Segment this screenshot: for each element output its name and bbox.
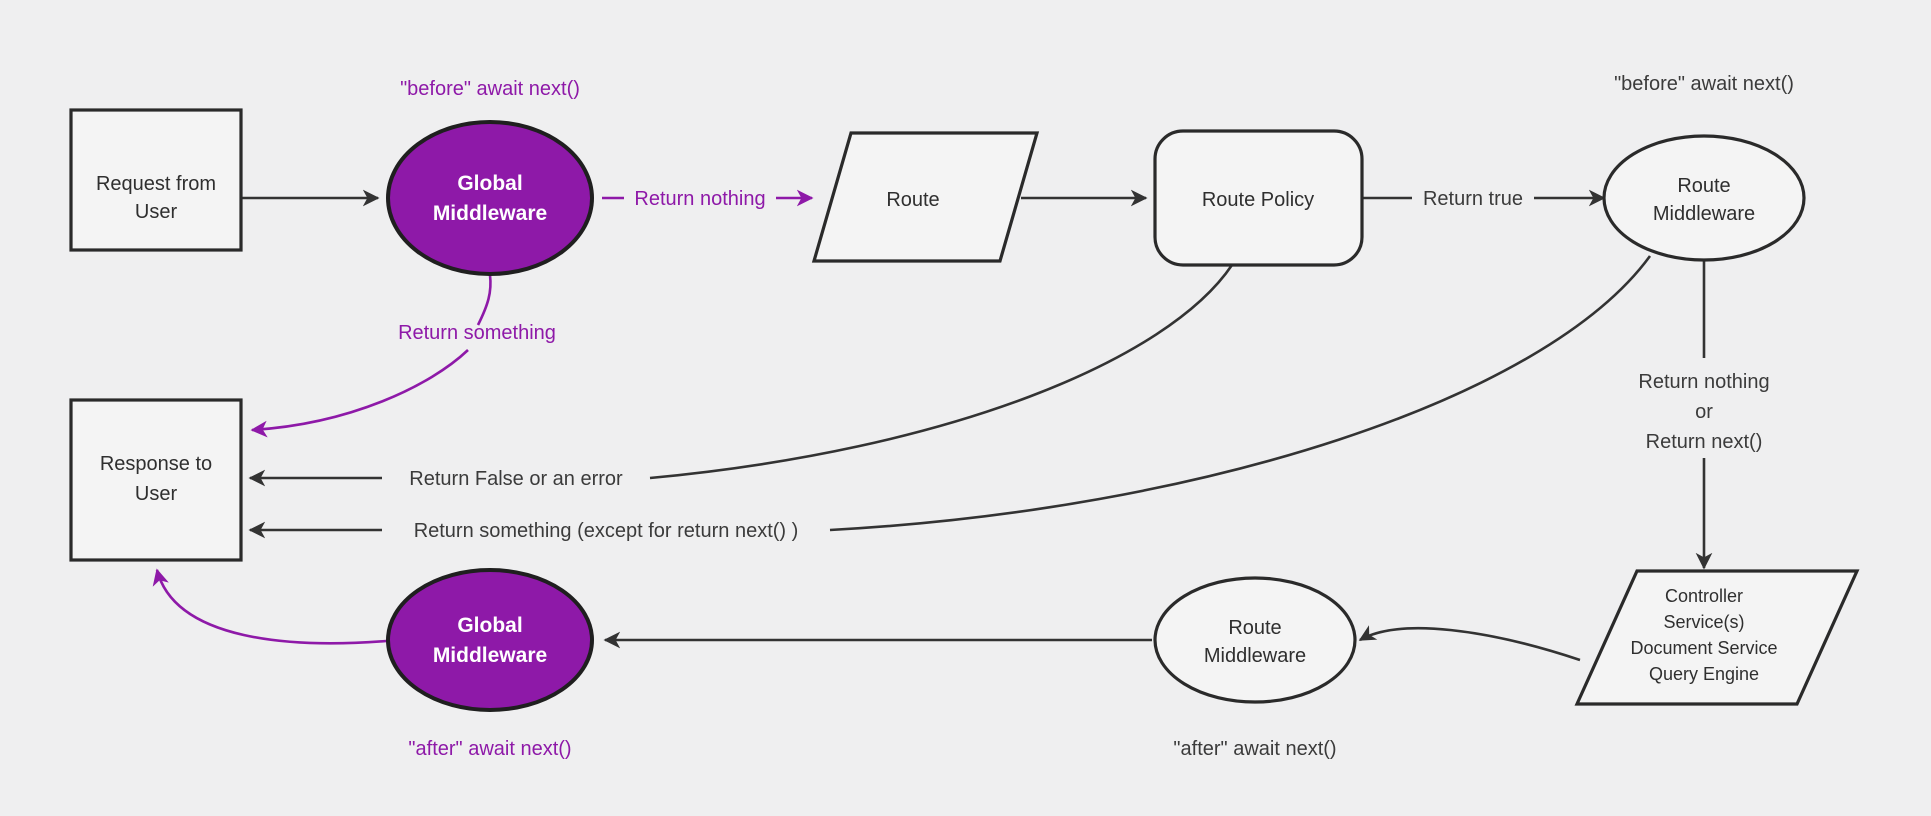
edge-label-return-false-or-error: Return False or an error xyxy=(409,468,623,490)
node-route[interactable]: Route xyxy=(811,131,1040,263)
edge-global-middleware-to-response-lower xyxy=(250,349,469,438)
edge-controller-to-route-middleware-bottom xyxy=(1358,625,1581,662)
edge-label-return-nothing-or-next-line2: or xyxy=(1695,401,1713,423)
node-response-to-user[interactable]: Response to User xyxy=(69,398,243,562)
edge-global-middleware-bottom-to-response xyxy=(152,568,399,645)
node-global-middleware-top-line2: Middleware xyxy=(433,202,547,225)
node-request-label-line2: User xyxy=(135,201,178,223)
annotation-before-await-next-route: "before" await next() xyxy=(1614,73,1794,95)
edge-route-policy-to-response-curve xyxy=(649,264,1234,480)
node-controller-services[interactable]: Controller Service(s) Document Service Q… xyxy=(1574,569,1860,706)
node-route-policy-label: Route Policy xyxy=(1202,189,1314,211)
edge-label-return-nothing: Return nothing xyxy=(634,188,765,210)
node-controller-line4: Query Engine xyxy=(1649,664,1759,684)
edge-label-return-true: Return true xyxy=(1423,188,1523,210)
node-global-middleware-bottom-line1: Global xyxy=(457,614,522,637)
node-response-label-line2: User xyxy=(135,483,178,505)
node-controller-line1: Controller xyxy=(1665,586,1743,606)
node-route-middleware-bottom[interactable]: Route Middleware xyxy=(1153,576,1357,704)
annotation-after-await-next-global: "after" await next() xyxy=(408,738,571,760)
node-global-middleware-bottom-line2: Middleware xyxy=(433,644,547,667)
annotation-after-await-next-route: "after" await next() xyxy=(1173,738,1336,760)
edge-global-middleware-to-response-upper xyxy=(476,274,492,326)
edge-label-return-something-except: Return something (except for return next… xyxy=(414,520,799,542)
node-global-middleware-top-line1: Global xyxy=(457,172,522,195)
annotation-before-await-next-global: "before" await next() xyxy=(400,78,580,100)
node-controller-line3: Document Service xyxy=(1630,638,1777,658)
node-request-from-user[interactable]: Request from User xyxy=(69,108,243,252)
edge-label-return-nothing-or-next-line3: Return next() xyxy=(1646,431,1763,453)
node-route-middleware-bottom-line2: Middleware xyxy=(1204,645,1306,667)
node-global-middleware-top[interactable]: Global Middleware xyxy=(386,120,594,276)
node-route-policy[interactable]: Route Policy xyxy=(1153,129,1364,267)
edge-label-return-something: Return something xyxy=(398,322,556,344)
node-route-middleware-top-line2: Middleware xyxy=(1653,203,1755,225)
node-route-middleware-top-line1: Route xyxy=(1677,175,1730,197)
node-response-label-line1: Response to xyxy=(100,453,212,475)
edge-label-return-nothing-or-next-line1: Return nothing xyxy=(1638,371,1769,393)
node-controller-line2: Service(s) xyxy=(1663,612,1744,632)
node-route-label: Route xyxy=(886,189,939,211)
node-global-middleware-bottom[interactable]: Global Middleware xyxy=(386,568,594,712)
node-route-middleware-bottom-line1: Route xyxy=(1228,617,1281,639)
edge-route-middleware-to-response-curve xyxy=(829,255,1652,532)
node-request-label-line1: Request from xyxy=(96,173,216,195)
node-route-middleware-top[interactable]: Route Middleware xyxy=(1602,134,1806,262)
